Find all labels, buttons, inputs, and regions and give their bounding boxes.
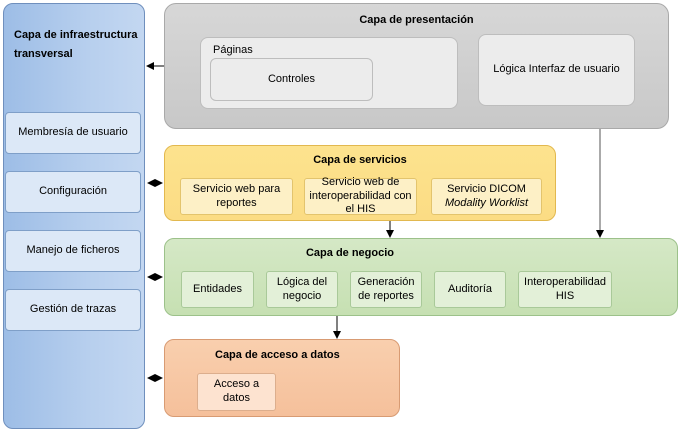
services-layer-title: Capa de servicios <box>313 154 407 166</box>
controles-box: Controles <box>210 58 373 101</box>
presentation-layer-title: Capa de presentación <box>359 14 474 26</box>
business-layer-title: Capa de negocio <box>305 247 395 259</box>
data-access-layer-title: Capa de acceso a datos <box>215 349 340 361</box>
servicio-dicom: Servicio DICOM Modality Worklist <box>431 178 542 215</box>
negocio-interoperabilidad-his: Interoperabilidad HIS <box>518 271 612 308</box>
servicio-web-reportes: Servicio web para reportes <box>180 178 293 215</box>
negocio-entidades: Entidades <box>181 271 254 308</box>
negocio-auditoria: Auditoría <box>434 271 506 308</box>
infra-item-membresia: Membresía de usuario <box>5 112 141 154</box>
infra-item-trazas: Gestión de trazas <box>5 289 141 331</box>
acceso-a-datos: Acceso a datos <box>197 373 276 411</box>
infra-item-configuracion: Configuración <box>5 171 141 213</box>
servicio-dicom-line2: Modality Worklist <box>444 196 529 209</box>
infra-item-ficheros: Manejo de ficheros <box>5 230 141 272</box>
negocio-generacion-reportes: Generación de reportes <box>350 271 422 308</box>
servicio-web-interoperabilidad: Servicio web de interoperabilidad con el… <box>304 176 417 215</box>
negocio-logica: Lógica del negocio <box>266 271 338 308</box>
paginas-label: Páginas <box>213 44 253 56</box>
logica-ui-box: Lógica Interfaz de usuario <box>478 34 635 106</box>
infra-layer: Capa de infraestructura transversal <box>3 3 145 429</box>
servicio-dicom-line1: Servicio DICOM <box>447 182 526 195</box>
infra-layer-title: Capa de infraestructura transversal <box>14 29 138 60</box>
